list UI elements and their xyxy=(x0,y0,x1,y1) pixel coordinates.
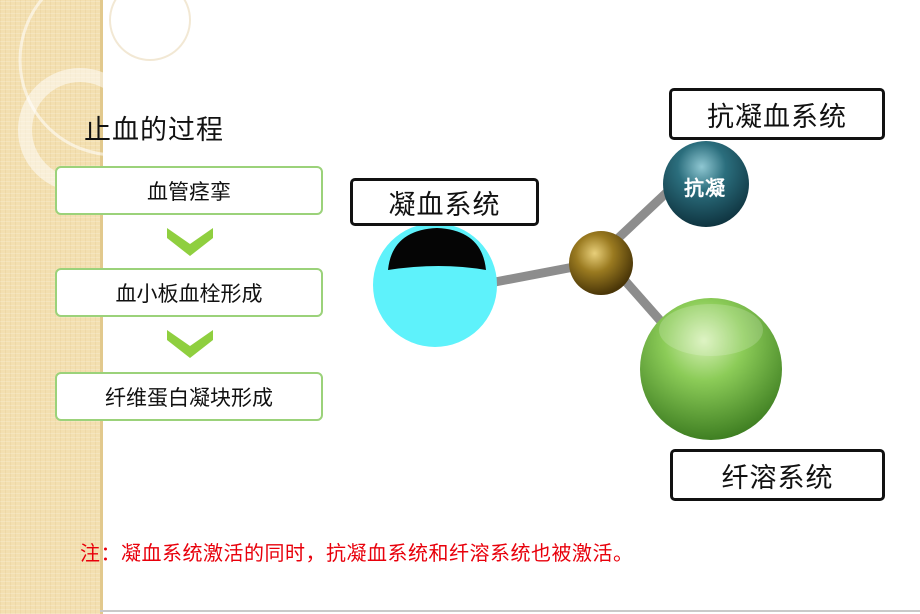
chevron-down-icon xyxy=(167,330,213,358)
fibrinolysis-ball xyxy=(640,298,782,440)
anticoagulation-ball xyxy=(663,141,749,227)
ball-highlight xyxy=(659,304,763,356)
slide-title: 止血的过程 xyxy=(84,115,224,146)
step-platelet-thrombus: 血小板血栓形成 xyxy=(55,268,323,317)
hub-ball xyxy=(569,231,633,295)
footnote: 注：凝血系统激活的同时，抗凝血系统和纤溶系统也被激活。 xyxy=(80,541,634,565)
coagulation-ball xyxy=(373,223,497,347)
anticoagulation-ball-label: 抗凝 xyxy=(684,176,726,200)
chevron-down-icon xyxy=(167,228,213,256)
anticoagulation-system-label: 抗凝血系统 xyxy=(669,88,885,140)
fibrinolysis-system-label: 纤溶系统 xyxy=(670,449,885,501)
coagulation-system-label: 凝血系统 xyxy=(350,178,539,226)
step-vasospasm: 血管痉挛 xyxy=(55,166,323,215)
step-fibrin-clot: 纤维蛋白凝块形成 xyxy=(55,372,323,421)
bottom-divider xyxy=(100,610,920,612)
